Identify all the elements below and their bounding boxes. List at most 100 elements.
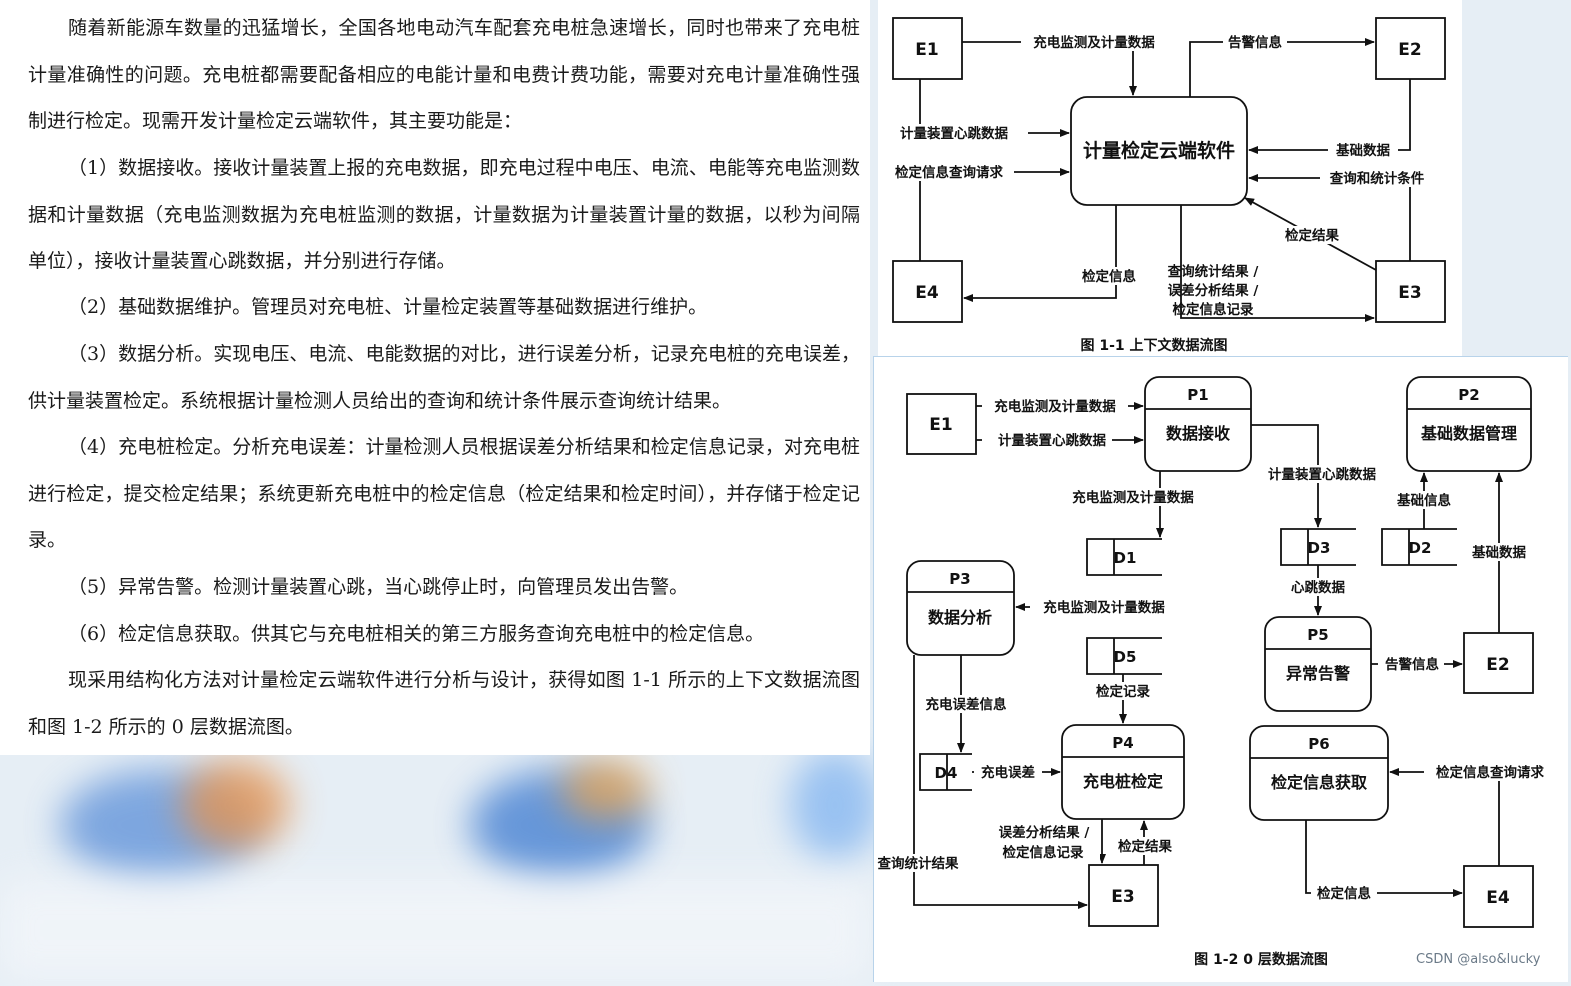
d2-d2-label: D2: [1409, 539, 1432, 557]
d2-store-d5: [1086, 637, 1162, 675]
d1-label-query-cond: 查询和统计条件: [1330, 170, 1425, 187]
d1-label-query-result-3: 检定信息记录: [1173, 301, 1254, 318]
d2-store-d1: [1086, 538, 1162, 576]
paragraph-5: （5）异常告警。检测计量装置心跳，当心跳停止时，向管理员发出告警。: [68, 576, 689, 598]
d1-entity-e1: [892, 17, 963, 80]
d1-label-query-result-1: 查询统计结果 /: [1168, 263, 1259, 280]
csdn-watermark: CSDN @also&lucky: [1416, 952, 1541, 967]
d2-p3-id: P3: [949, 570, 970, 588]
paragraph-1: （1）数据接收。接收计量装置上报的充电数据，即充电过程中电压、电流、电能等充电监…: [28, 157, 860, 272]
d1-flow-query-result: [1180, 205, 1375, 322]
d2-entity-e2: [1463, 632, 1534, 694]
level0-dfd: E1 E2 E3 E4 P1 数据接收 P2 基础数据管理 P3 数据分析 P4…: [874, 376, 1554, 968]
d1-flow-info-query: [919, 168, 1070, 261]
d1-flow-verify-info: [963, 205, 1117, 302]
d2-p1-id: P1: [1187, 386, 1208, 404]
d2-p6-id: P6: [1308, 735, 1329, 753]
d1-center-label: 计量检定云端软件: [1083, 139, 1235, 162]
background-blur: [560, 760, 650, 820]
d2-p2-name: 基础数据管理: [1420, 424, 1517, 443]
d2-label-p5-e2: 告警信息: [1385, 656, 1439, 673]
d1-entity-e3: [1375, 260, 1446, 323]
paragraph-conclusion: 现采用结构化方法对计量检定云端软件进行分析与设计，获得如图 1-1 所示的上下文…: [28, 669, 860, 738]
d1-label-info-query: 检定信息查询请求: [895, 164, 1003, 181]
paragraph-2: （2）基础数据维护。管理员对充电桩、计量检定装置等基础数据进行维护。: [68, 296, 708, 318]
d2-p1-name: 数据接收: [1166, 424, 1230, 443]
d2-label-e3-p4: 检定结果: [1118, 838, 1172, 855]
d2-label-d4-p4: 充电误差: [981, 764, 1035, 781]
d2-flow-e4-p6: [1389, 768, 1500, 866]
d2-e4-label: E4: [1486, 888, 1510, 908]
d2-flow-p3-e3: [913, 655, 1088, 909]
context-dfd: E1 E2 E3 E4 计量检定云端软件 充电监测及计量数据 告警信息 计量装置…: [886, 17, 1446, 354]
d1-label-verify-result: 检定结果: [1285, 227, 1339, 244]
d1-flow-basic-data: [1248, 79, 1411, 154]
d2-caption: 图 1-2 0 层数据流图: [1194, 951, 1328, 968]
d1-label-basic-data: 基础数据: [1336, 142, 1390, 159]
d1-center-process: [1070, 96, 1248, 206]
d1-label-e1-charging: 充电监测及计量数据: [1033, 34, 1155, 51]
d2-label-p6-e4: 检定信息: [1317, 885, 1371, 902]
background-blur: [0, 880, 870, 980]
d1-label-verify-info: 检定信息: [1082, 268, 1136, 285]
d2-label-d2-p2: 基础信息: [1397, 492, 1451, 509]
d1-caption: 图 1-1 上下文数据流图: [1080, 337, 1227, 354]
d1-label-query-result-2: 误差分析结果 /: [1168, 282, 1259, 299]
problem-text-panel: 随着新能源车数量的迅猛增长，全国各地电动汽车配套充电桩急速增长，同时也带来了充电…: [0, 0, 870, 755]
d2-label-p3-d4: 充电误差信息: [926, 696, 1007, 713]
d2-flow-p1-d3: [1251, 424, 1322, 528]
d2-label-p1-d1: 充电监测及计量数据: [1072, 489, 1194, 506]
d2-p4-id: P4: [1112, 734, 1133, 752]
d1-e4-label: E4: [915, 283, 939, 303]
d2-e1-label: E1: [929, 415, 952, 435]
d1-entity-e4: [892, 260, 963, 323]
d2-label-e1-p1-hb: 计量装置心跳数据: [998, 432, 1106, 449]
d2-label-e4-p6: 检定信息查询请求: [1436, 764, 1544, 781]
d2-label-p4-e3-1: 误差分析结果 /: [999, 824, 1090, 841]
paragraph-4: （4）充电桩检定。分析充电误差：计量检测人员根据误差分析结果和检定信息记录，对充…: [28, 436, 860, 551]
d2-d1-label: D1: [1114, 549, 1137, 567]
background-blur: [180, 760, 290, 850]
d2-p4-name: 充电桩检定: [1083, 772, 1163, 791]
d2-label-e2-p2: 基础数据: [1472, 544, 1526, 561]
d2-entity-e3: [1088, 864, 1159, 927]
d1-e2-label: E2: [1398, 40, 1421, 60]
d1-entity-e2: [1375, 17, 1446, 80]
d2-p6-name: 检定信息获取: [1271, 773, 1367, 792]
d2-label-d3-p5: 心跳数据: [1291, 579, 1345, 596]
d2-store-d4: [919, 753, 972, 791]
d2-process-p6: [1249, 725, 1389, 821]
paragraph-intro: 随着新能源车数量的迅猛增长，全国各地电动汽车配套充电桩急速增长，同时也带来了充电…: [28, 17, 860, 132]
d2-p5-id: P5: [1307, 626, 1328, 644]
d2-process-p4: [1061, 724, 1185, 820]
d2-label-p1-d3: 计量装置心跳数据: [1268, 466, 1376, 483]
d1-e1-label: E1: [915, 40, 938, 60]
level0-dfd-panel: E1 E2 E3 E4 P1 数据接收 P2 基础数据管理 P3 数据分析 P4…: [873, 356, 1568, 982]
background-blur: [790, 750, 880, 860]
d2-e3-label: E3: [1111, 887, 1134, 907]
paragraph-3: （3）数据分析。实现电压、电流、电能数据的对比，进行误差分析，记录充电桩的充电误…: [28, 343, 860, 412]
d1-e3-label: E3: [1398, 283, 1421, 303]
context-dfd-panel: E1 E2 E3 E4 计量检定云端软件 充电监测及计量数据 告警信息 计量装置…: [878, 0, 1462, 356]
d1-flow-query-cond: [1248, 174, 1411, 261]
d2-process-p2: [1406, 376, 1532, 472]
d2-label-e1-p1-data: 充电监测及计量数据: [994, 398, 1116, 415]
d2-label-p3-e3: 查询统计结果: [878, 855, 959, 872]
paragraph-6: （6）检定信息获取。供其它与充电桩相关的第三方服务查询充电桩中的检定信息。: [68, 623, 765, 645]
d2-label-d5-p4: 检定记录: [1096, 683, 1150, 700]
d2-p5-name: 异常告警: [1286, 664, 1350, 683]
d2-d4-label: D4: [935, 764, 958, 782]
d2-d5-label: D5: [1114, 648, 1137, 666]
d2-label-d1-p3: 充电监测及计量数据: [1043, 599, 1165, 616]
d2-p2-id: P2: [1458, 386, 1479, 404]
d2-entity-e1: [906, 393, 977, 455]
d2-p3-name: 数据分析: [928, 608, 992, 627]
d2-process-p1: [1144, 376, 1252, 472]
d1-label-alarm: 告警信息: [1228, 34, 1282, 51]
d1-flow-alarm: [1189, 38, 1375, 97]
d2-flow-p6-e4: [1305, 820, 1463, 897]
d2-store-d2: [1381, 528, 1457, 566]
d2-d3-label: D3: [1308, 539, 1331, 557]
d1-label-heartbeat: 计量装置心跳数据: [900, 125, 1008, 142]
d2-entity-e4: [1463, 865, 1534, 928]
